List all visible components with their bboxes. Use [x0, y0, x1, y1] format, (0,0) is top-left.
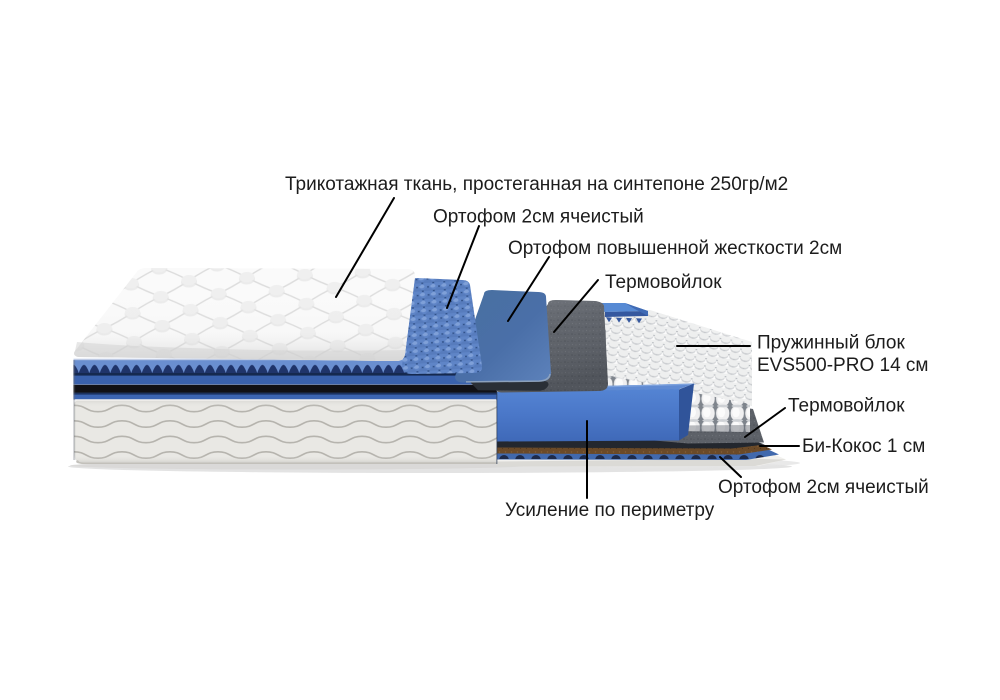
svg-text:Ортофом 2см ячеистый: Ортофом 2см ячеистый: [718, 477, 929, 498]
svg-text:Трикотажная ткань, простеганна: Трикотажная ткань, простеганная на синте…: [285, 174, 788, 195]
svg-text:EVS500-PRO 14 см: EVS500-PRO 14 см: [757, 355, 928, 376]
svg-text:Термовойлок: Термовойлок: [788, 396, 905, 417]
svg-text:Усиление по периметру: Усиление по периметру: [505, 500, 715, 521]
svg-text:Ортофом 2см ячеистый: Ортофом 2см ячеистый: [433, 207, 644, 228]
svg-text:Ортофом повышенной жесткости 2: Ортофом повышенной жесткости 2см: [508, 238, 842, 259]
svg-text:Би-Кокос 1 см: Би-Кокос 1 см: [802, 436, 925, 457]
svg-text:Термовойлок: Термовойлок: [605, 272, 722, 293]
svg-text:Пружинный блок: Пружинный блок: [757, 333, 905, 354]
